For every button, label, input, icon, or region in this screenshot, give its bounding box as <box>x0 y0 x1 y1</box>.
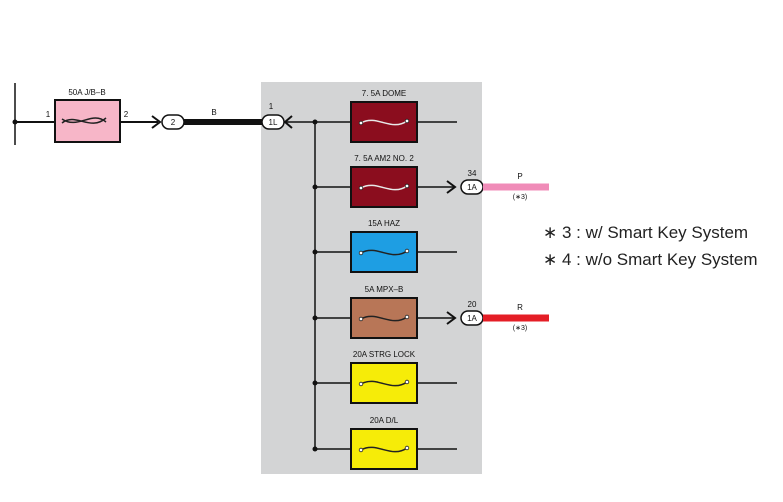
main-fuse-pin-out: 2 <box>124 110 129 119</box>
main-fuse-label: 50A J/B–B <box>68 88 105 97</box>
output-connector-label: 1A <box>467 314 477 323</box>
output-wires: 1A 34 P (∗3) 1A 20 R (∗3) <box>446 169 549 332</box>
fuse-element <box>360 315 408 322</box>
fuse-4: 5A MPX–B <box>312 285 455 339</box>
fuse-2: 7. 5A AM2 NO. 2 <box>312 154 455 208</box>
fuse-1: 7. 5A DOME <box>312 89 457 143</box>
fuse-element <box>360 249 408 256</box>
bus-node <box>312 380 318 386</box>
bus-node <box>312 184 318 190</box>
bus-node <box>312 446 318 452</box>
fuse-label: 5A MPX–B <box>365 285 404 294</box>
output-wire-color: P <box>517 172 522 181</box>
fuse-element <box>360 184 408 191</box>
fuse-label: 20A D/L <box>370 416 399 425</box>
connector-2: 2 <box>161 114 185 130</box>
fuse-3: 15A HAZ <box>312 219 457 273</box>
bus-node <box>312 315 318 321</box>
fuse-element <box>360 119 408 126</box>
output-pin: 20 <box>468 300 477 309</box>
legend-item-4: ∗ 4 : w/o Smart Key System <box>543 250 758 269</box>
junction-block-panel <box>261 82 482 474</box>
output-connector-label: 1A <box>467 183 477 192</box>
output-arrow <box>446 311 457 325</box>
output-wire-color: R <box>517 303 523 312</box>
main-fuse-50a: 50A J/B–B 1 2 <box>46 88 129 143</box>
legend-item-3: ∗ 3 : w/ Smart Key System <box>543 223 749 242</box>
output-note: (∗3) <box>513 194 527 201</box>
fuse-element <box>360 446 408 453</box>
fuse-branches: 7. 5A DOME 7. 5A AM2 NO. 2 15A HAZ 5A MPX–B… <box>312 89 457 470</box>
fuse-label: 7. 5A AM2 NO. 2 <box>354 154 414 163</box>
output-note: (∗3) <box>513 325 527 332</box>
output-r: 1A 20 R (∗3) <box>446 300 549 332</box>
wire-b-label: B <box>211 108 216 117</box>
main-fuse-pin-in: 1 <box>46 110 51 119</box>
connector-1l: 1L <box>261 114 285 130</box>
source-node <box>12 119 18 125</box>
arrow-to-connector-2 <box>151 115 162 129</box>
bus-node <box>312 119 318 125</box>
fuse-label: 7. 5A DOME <box>362 89 406 98</box>
connector-2-label: 2 <box>171 118 176 127</box>
fuse-label: 20A STRG LOCK <box>353 350 416 359</box>
output-p: 1A 34 P (∗3) <box>446 169 549 201</box>
connector-1l-label: 1L <box>269 118 278 127</box>
bus-node <box>312 249 318 255</box>
fuse-element <box>360 380 408 387</box>
fuse-5: 20A STRG LOCK <box>312 350 457 404</box>
output-arrow <box>446 180 457 194</box>
junction-block-pin: 1 <box>269 102 274 111</box>
fuse-label: 15A HAZ <box>368 219 400 228</box>
fuse-6: 20A D/L <box>312 416 457 470</box>
output-pin: 34 <box>468 169 477 178</box>
